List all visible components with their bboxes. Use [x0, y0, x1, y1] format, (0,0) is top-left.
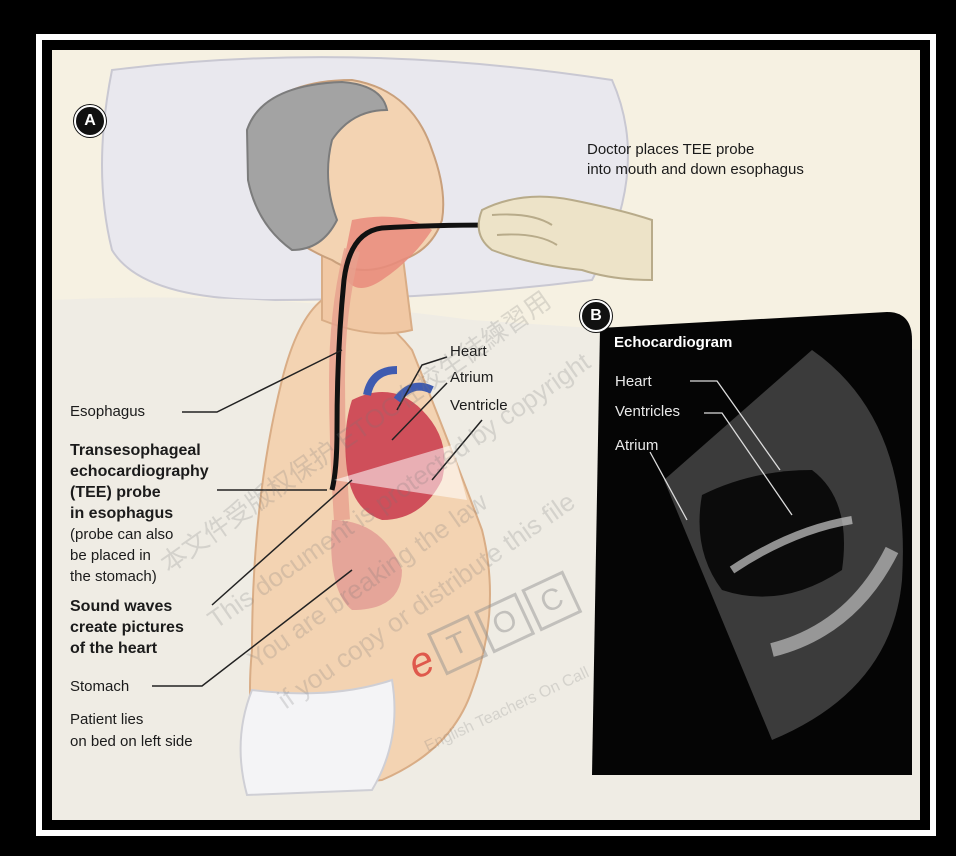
echo-fan-inner — [700, 470, 845, 597]
label-tee-title-4: in esophagus — [70, 503, 173, 524]
label-patient-1: Patient lies — [70, 710, 143, 730]
echo-label-heart: Heart — [615, 372, 652, 392]
echo-title: Echocardiogram — [614, 333, 732, 353]
label-sound-3: of the heart — [70, 638, 157, 659]
label-stomach: Stomach — [70, 677, 129, 697]
label-tee-note-1: (probe can also — [70, 525, 173, 545]
label-patient-2: on bed on left side — [70, 732, 193, 752]
label-sound-2: create pictures — [70, 617, 184, 638]
badge-a: A — [74, 105, 106, 137]
echo-label-ventricles: Ventricles — [615, 402, 680, 422]
label-tee-title-2: echocardiography — [70, 461, 209, 482]
doctor-caption-line1: Doctor places TEE probe — [587, 140, 754, 160]
label-tee-title-1: Transesophageal — [70, 440, 201, 461]
label-tee-note-2: be placed in — [70, 546, 151, 566]
illustration-panel: A B Doctor places TEE probe into mouth a… — [52, 50, 920, 820]
label-esophagus: Esophagus — [70, 402, 145, 422]
label-tee-note-3: the stomach) — [70, 567, 157, 587]
doctor-caption-line2: into mouth and down esophagus — [587, 160, 804, 180]
badge-b: B — [580, 300, 612, 332]
label-sound-1: Sound waves — [70, 596, 172, 617]
patient-shorts — [241, 680, 395, 795]
echo-label-atrium: Atrium — [615, 436, 658, 456]
label-tee-title-3: (TEE) probe — [70, 482, 161, 503]
